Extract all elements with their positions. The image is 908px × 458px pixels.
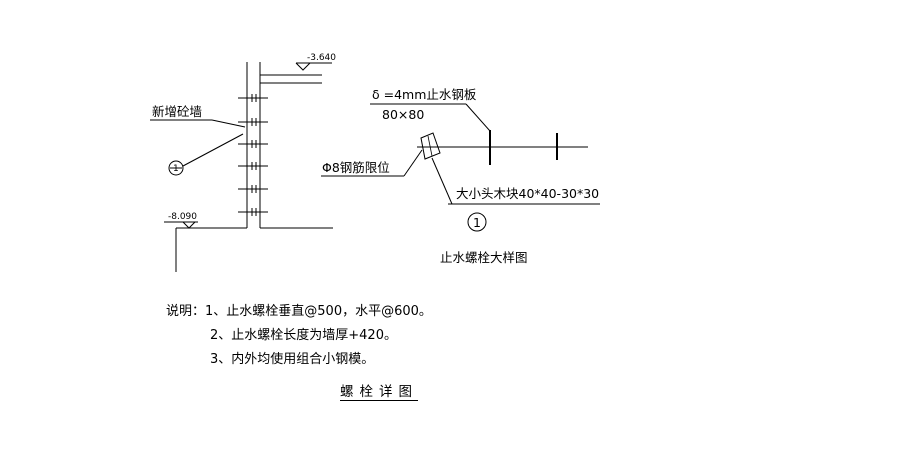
elevation-triangle-top	[295, 62, 311, 71]
drawing-title: 螺栓详图	[340, 384, 418, 400]
notes-block: 说明：1、止水螺栓垂直@500，水平@600。 2、止水螺栓长度为墙厚+420。…	[166, 300, 432, 372]
bolt-detail	[321, 103, 600, 232]
note-line-3: 3、内外均使用组合小钢模。	[210, 352, 375, 367]
water-stop-plate-label: δ =4mm止水钢板	[372, 87, 477, 102]
note-line-2: 2、止水螺栓长度为墙厚+420。	[210, 328, 397, 343]
detail-circle-marker	[467, 212, 487, 232]
detail-title: 止水螺栓大样图	[440, 250, 528, 265]
elevation-top-label: -3.640	[307, 53, 336, 63]
bolt-row	[238, 94, 268, 216]
wood-block-leader	[431, 157, 453, 205]
elevation-triangle-bottom	[182, 221, 196, 229]
section-circle-marker	[168, 160, 184, 176]
section-circle-number: 1	[173, 164, 179, 174]
wood-block-label: 大小头木块40*40-30*30	[456, 186, 599, 201]
rebar-stop-label: Φ8钢筋限位	[322, 160, 390, 175]
wood-block-shape	[420, 132, 441, 160]
wall-section	[150, 62, 333, 272]
water-stop-plate-size: 80×80	[382, 107, 424, 122]
elevation-bottom-label: -8.090	[168, 212, 197, 222]
note-line-1: 说明：1、止水螺栓垂直@500，水平@600。	[166, 304, 432, 319]
new-wall-label: 新增砼墙	[152, 104, 202, 119]
detail-circle-number: 1	[473, 215, 481, 230]
